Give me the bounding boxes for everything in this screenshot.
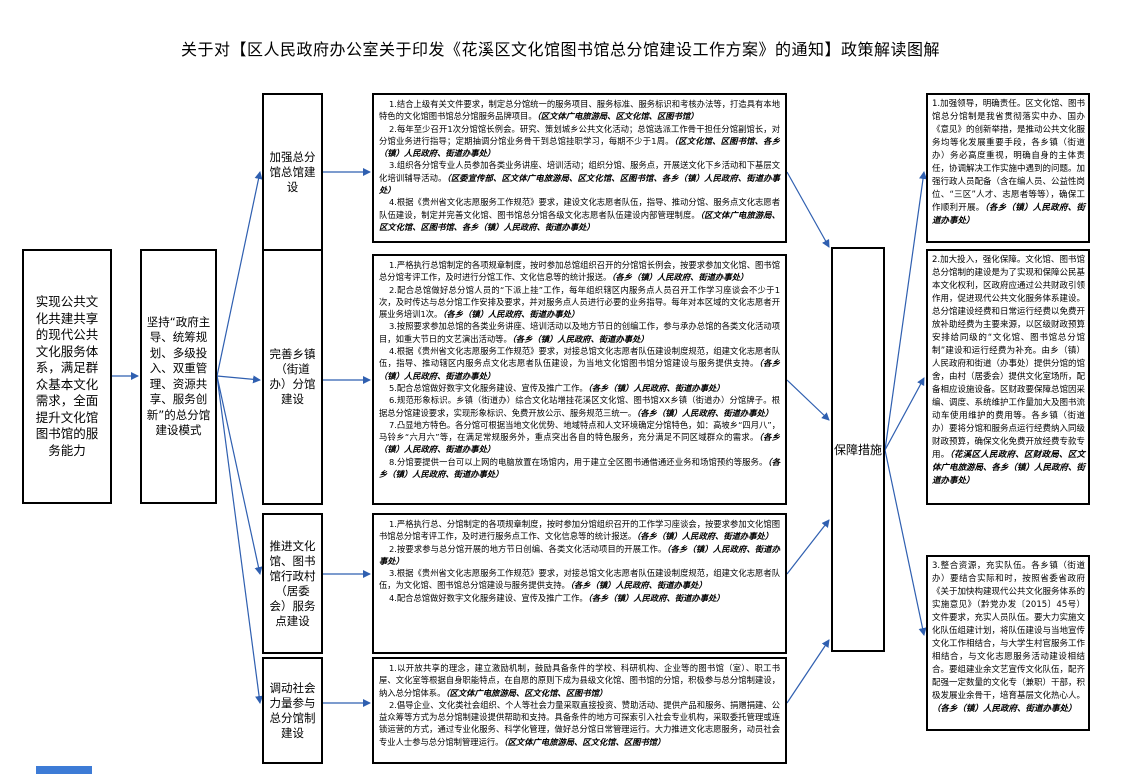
detail-item: 1.严格执行总、分馆制定的各项规章制度，按时参加分馆组织召开的工作学习座谈会，按… bbox=[379, 518, 780, 543]
item-text: 1.加强领导，明确责任。区文化馆、图书馆总分馆制是我省贯彻落实中办、国办《意见》… bbox=[932, 99, 1086, 213]
detail-item: 4.配合总馆做好数字文化服务建设、宣传及推广工作。（各乡（镇）人民政府、街道办事… bbox=[379, 592, 780, 604]
category-box-3: 推进文化馆、图书馆行政村（居委会）服务点建设 bbox=[262, 513, 323, 654]
category-box-4: 调动社会力量参与总分馆制建设 bbox=[262, 657, 323, 764]
detail-box-3: 1.严格执行总、分馆制定的各项规章制度，按时参加分馆组织召开的工作学习座谈会，按… bbox=[372, 513, 787, 654]
detail-item: 8.分馆要提供一台可以上网的电脑放置在场馆内，用于建立全区图书通借通还业务和场馆… bbox=[379, 456, 780, 481]
responsible-agency: （各乡（镇）人民政府、街道办事处） bbox=[511, 333, 649, 344]
item-text: 3.整合资源，充实队伍。各乡镇（街道办）要结合实际和时，按照省委省政府《关于加快… bbox=[932, 561, 1086, 701]
responsible-agency: （各乡（镇）人民政府、街道办事处） bbox=[379, 358, 780, 381]
arrow-detail4-guard bbox=[786, 639, 830, 704]
detail-item: 2.每年至少召开1次分馆馆长例会。研究、策划城乡公共文化活动；总馆选派工作骨干担… bbox=[379, 123, 780, 160]
responsible-agency: （花溪区人民政府、区财政局、区文体广电旅游局、各乡（镇）人民政府、街道办事处） bbox=[932, 450, 1086, 486]
responsible-agency: （各乡（镇）人民政府、街道办事处） bbox=[932, 203, 1085, 226]
category-box-1: 加强总分馆总馆建设 bbox=[262, 93, 323, 251]
item-text: 5.配合总馆做好数字文化服务建设、宣传及推广工作。 bbox=[388, 382, 588, 393]
goal-box: 实现公共文化共建共享的现代公共文化服务体系，满足群众基本文化需求，全面提升文化馆… bbox=[22, 249, 112, 504]
arrow-strategy-cat4 bbox=[216, 375, 264, 704]
responsible-agency: （各乡（镇）人民政府、街道办事处） bbox=[587, 382, 725, 393]
item-text: 3.组织各分馆专业人员参加各类业务讲座、培训活动；组织分馆、服务点，开展送文化下… bbox=[379, 160, 780, 183]
responsible-agency: （各乡（镇）人民政府、街道办事处） bbox=[569, 580, 707, 591]
category-label: 完善乡镇（街道办）分馆建设 bbox=[269, 347, 316, 406]
detail-item: 4.根据《贵州省文化志愿服务工作规范》要求，对接总馆文化志愿者队伍建设制度规范，… bbox=[379, 345, 780, 382]
detail-item: 3.按照要求参加总馆的各类业务讲座、培训活动以及地方节日的创编工作，参与承办总馆… bbox=[379, 320, 780, 345]
item-text: 3.根据《贵州省文化志愿服务工作规范》要求，对接总馆文化志愿者队伍建设制度规范，… bbox=[379, 568, 780, 591]
responsible-agency: （区文化馆、区图书馆、各乡（镇）人民政府、街道办事处） bbox=[379, 135, 780, 159]
detail-box-4: 1.以开放共享的理念，建立激励机制，鼓励具备条件的学校、科研机构、企业等的图书馆… bbox=[372, 657, 787, 764]
responsible-agency: （区文体广电旅游局、区文化馆、区图书馆） bbox=[536, 111, 699, 122]
corner-marker bbox=[36, 766, 92, 774]
category-label: 推进文化馆、图书馆行政村（居委会）服务点建设 bbox=[269, 538, 316, 628]
item-text: 6.规范形象标识。乡镇（街道办）综合文化站增挂花溪区文化馆、图书馆XX乡镇（街道… bbox=[379, 395, 780, 418]
measure-box-1: 1.加强领导，明确责任。区文化馆、图书馆总分馆制是我省贯彻落实中办、国办《意见》… bbox=[926, 93, 1090, 243]
arrow-guard-measure2 bbox=[884, 377, 925, 451]
category-label: 调动社会力量参与总分馆制建设 bbox=[269, 680, 316, 740]
detail-box-2: 1.严格执行总馆制定的各项规章制度，按时参加总馆组织召开的分馆馆长例会，按要求参… bbox=[372, 254, 787, 505]
safeguard-label: 保障措施 bbox=[833, 443, 882, 457]
responsible-agency: （区委宣传部、区文体广电旅游局、区文化馆、区图书馆、各乡（镇）人民政府、街道办事… bbox=[379, 172, 780, 196]
arrow-strategy-cat1 bbox=[216, 171, 263, 377]
detail-item: 2.按要求参与总分馆开展的地方节日创编、各类文化活动项目的开展工作。（各乡（镇）… bbox=[379, 543, 780, 568]
item-text: 4.根据《贵州省文化志愿服务工作规范》要求，建设文化志愿者队伍，指导、推动分馆、… bbox=[379, 197, 780, 220]
item-text: 8.分馆要提供一台可以上网的电脑放置在场馆内，用于建立全区图书通借通还业务和场馆… bbox=[388, 456, 768, 467]
item-text: 4.根据《贵州省文化志愿服务工作规范》要求，对接总馆文化志愿者队伍建设制度规范，… bbox=[379, 346, 780, 369]
measure-box-3: 3.整合资源，充实队伍。各乡镇（街道办）要结合实际和时，按照省委省政府《关于加快… bbox=[926, 555, 1090, 731]
arrow-strategy-cat3 bbox=[216, 375, 263, 575]
item-text: 2.配合总馆做好总分馆人员的“下派上挂”工作，每年组织辖区内服务点人员召开工作学… bbox=[379, 284, 780, 320]
item-text: 1.以开放共享的理念，建立激励机制，鼓励具备条件的学校、科研机构、企业等的图书馆… bbox=[379, 663, 780, 698]
detail-item: 4.根据《贵州省文化志愿服务工作规范》要求，建设文化志愿者队伍，指导、推动分馆、… bbox=[379, 196, 780, 233]
detail-item: 2.配合总馆做好总分馆人员的“下派上挂”工作，每年组织辖区内服务点人员召开工作学… bbox=[379, 284, 780, 321]
arrow-guard-measure3 bbox=[884, 449, 927, 636]
detail-item: 6.规范形象标识。乡镇（街道办）综合文化站增挂花溪区文化馆、图书馆XX乡镇（街道… bbox=[379, 394, 780, 419]
detail-item: 7.凸显地方特色。各分馆可根据当地文化优势、地域特点和人文环境确定分馆特色，如：… bbox=[379, 419, 780, 456]
item-text: 2.倡导企业、文化类社会组织、个人等社会力量采取直接投资、赞助活动、提供产品和服… bbox=[379, 699, 780, 747]
item-text: 2.按要求参与总分馆开展的地方节日创编、各类文化活动项目的开展工作。 bbox=[388, 543, 667, 554]
detail-item: 3.根据《贵州省文化志愿服务工作规范》要求，对接总馆文化志愿者队伍建设制度规范，… bbox=[379, 567, 780, 592]
arrow-detail3-guard bbox=[786, 519, 830, 575]
item-text: 1.严格执行总馆制定的各项规章制度，按时参加总馆组织召开的分馆馆长例会，按要求参… bbox=[379, 260, 780, 283]
item-text: 1.严格执行总、分馆制定的各项规章制度，按时参加分馆组织召开的工作学习座谈会，按… bbox=[379, 519, 780, 542]
safeguard-box: 保障措施 bbox=[831, 247, 885, 652]
detail-box-1: 1.结合上级有关文件要求，制定总分馆统一的服务项目、服务标准、服务标识和考核办法… bbox=[372, 93, 787, 243]
responsible-agency: （各乡（镇）人民政府、街道办事处） bbox=[379, 456, 781, 480]
measure-item: 1.加强领导，明确责任。区文化馆、图书馆总分馆制是我省贯彻落实中办、国办《意见》… bbox=[932, 98, 1085, 228]
responsible-agency: （各乡（镇）人民政府、街道办事处） bbox=[636, 531, 774, 542]
item-text: 1.结合上级有关文件要求，制定总分馆统一的服务项目、服务标准、服务标识和考核办法… bbox=[379, 99, 780, 122]
detail-item: 2.倡导企业、文化类社会组织、个人等社会力量采取直接投资、赞助活动、提供产品和服… bbox=[379, 699, 780, 748]
category-label: 加强总分馆总馆建设 bbox=[269, 149, 316, 194]
page-title: 关于对【区人民政府办公室关于印发《花溪区文化馆图书馆总分馆建设工作方案》的通知】… bbox=[180, 40, 940, 59]
responsible-agency: （各乡（镇）人民政府、街道办事处） bbox=[636, 407, 774, 418]
item-text: 2.每年至少召开1次分馆馆长例会。研究、策划城乡公共文化活动；总馆选派工作骨干担… bbox=[379, 123, 780, 146]
detail-item: 1.严格执行总馆制定的各项规章制度，按时参加总馆组织召开的分馆馆长例会，按要求参… bbox=[379, 259, 780, 284]
category-box-2: 完善乡镇（街道办）分馆建设 bbox=[262, 249, 323, 505]
measure-item: 3.整合资源，充实队伍。各乡镇（街道办）要结合实际和时，按照省委省政府《关于加快… bbox=[932, 560, 1085, 716]
detail-item: 1.以开放共享的理念，建立激励机制，鼓励具备条件的学校、科研机构、企业等的图书馆… bbox=[379, 662, 780, 699]
responsible-agency: （各乡（镇）人民政府、街道办事处） bbox=[379, 432, 780, 455]
item-text: 4.配合总馆做好数字文化服务建设、宣传及推广工作。 bbox=[388, 592, 588, 603]
detail-item: 5.配合总馆做好数字文化服务建设、宣传及推广工作。（各乡（镇）人民政府、街道办事… bbox=[379, 382, 780, 394]
goal-text: 实现公共文化共建共享的现代公共文化服务体系，满足群众基本文化需求，全面提升文化馆… bbox=[35, 294, 99, 458]
responsible-agency: （各乡（镇）人民政府、街道办事处） bbox=[379, 543, 780, 566]
responsible-agency: （区文体广电旅游局、区文化馆、区图书馆） bbox=[503, 736, 666, 747]
responsible-agency: （各乡（镇）人民政府、街道办事处） bbox=[932, 704, 1077, 714]
responsible-agency: （各乡（镇）人民政府、街道办事处） bbox=[611, 272, 749, 283]
item-text: 3.按照要求参加总馆的各类业务讲座、培训活动以及地方节日的创编工作，参与承办总馆… bbox=[379, 321, 780, 344]
arrow-detail2-guard bbox=[786, 379, 830, 421]
responsible-agency: （各乡（镇）人民政府、街道办事处） bbox=[587, 592, 725, 603]
item-text: 7.凸显地方特色。各分馆可根据当地文化优势、地域特点和人文环境确定分馆特色，如：… bbox=[379, 419, 780, 443]
strategy-text: 坚持“政府主导、统筹规划、多级投入、双重管理、资源共享、服务创新”的总分馆建设模… bbox=[146, 314, 211, 438]
responsible-agency: （各乡（镇）人民政府、街道办事处） bbox=[442, 309, 580, 320]
responsible-agency: （区文体广电旅游局、区文化馆、区图书馆、各乡（镇）人民政府、街道办事处） bbox=[379, 209, 780, 232]
item-text: 2.加大投入，强化保障。文化馆、图书馆总分馆制的建设是为了实现和保障公民基本文化… bbox=[932, 255, 1086, 460]
detail-item: 1.结合上级有关文件要求，制定总分馆统一的服务项目、服务标准、服务标识和考核办法… bbox=[379, 98, 780, 123]
strategy-box: 坚持“政府主导、统筹规划、多级投入、双重管理、资源共享、服务创新”的总分馆建设模… bbox=[140, 249, 217, 504]
measure-item: 2.加大投入，强化保障。文化馆、图书馆总分馆制的建设是为了实现和保障公民基本文化… bbox=[932, 254, 1085, 488]
arrow-guard-measure1 bbox=[884, 171, 927, 451]
responsible-agency: （区文体广电旅游局、区文化馆、区图书馆） bbox=[445, 687, 608, 698]
measure-box-2: 2.加大投入，强化保障。文化馆、图书馆总分馆制的建设是为了实现和保障公民基本文化… bbox=[926, 249, 1090, 505]
detail-item: 3.组织各分馆专业人员参加各类业务讲座、培训活动；组织分馆、服务点，开展送文化下… bbox=[379, 159, 780, 196]
arrow-strategy-cat2 bbox=[216, 375, 261, 384]
arrow-detail1-guard bbox=[786, 171, 830, 248]
